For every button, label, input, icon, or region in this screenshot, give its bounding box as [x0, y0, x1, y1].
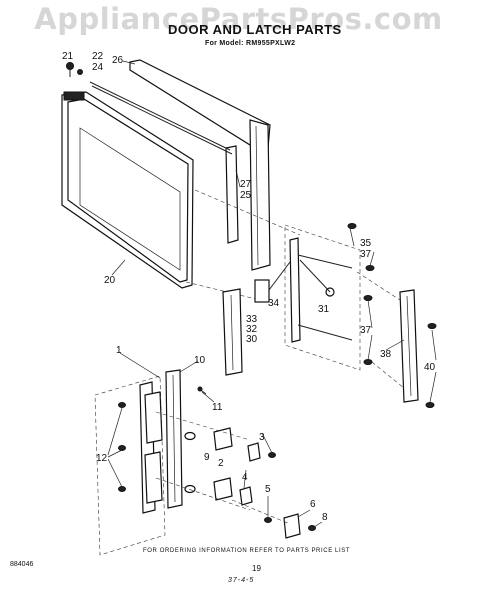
page-code: 37-4-5	[228, 577, 255, 584]
screw-part-11	[197, 386, 207, 395]
callout-26: 26	[112, 55, 124, 66]
callout-11: 11	[212, 402, 223, 413]
latch-plate-part-31	[289, 237, 353, 343]
callout-25: 25	[240, 190, 252, 201]
callout-30: 30	[246, 334, 258, 345]
callout-27: 27	[240, 179, 252, 190]
callout-12: 12	[96, 453, 108, 464]
callout-40: 40	[424, 362, 436, 373]
callout-37-upper: 37	[360, 249, 372, 260]
callout-5: 5	[265, 484, 271, 495]
door-seal-part-26	[129, 59, 271, 271]
callout-35: 35	[360, 238, 372, 249]
mounting-bracket-box-part-1	[94, 375, 166, 556]
callout-2: 2	[218, 458, 224, 469]
callout-20: 20	[104, 275, 116, 286]
washer-part-22	[77, 69, 83, 75]
hinge-plate-part-12	[139, 381, 163, 514]
door-handle-slot	[63, 91, 85, 101]
screw-part-21	[66, 62, 74, 77]
page-number: 19	[252, 564, 261, 573]
callout-21: 21	[62, 51, 74, 62]
callout-1: 1	[116, 345, 122, 356]
spring-part-4	[239, 486, 253, 506]
callout-9: 9	[204, 452, 210, 463]
callout-34: 34	[268, 298, 280, 309]
callout-31: 31	[318, 304, 330, 315]
model-subtitle: For Model: RM955PXLW2	[205, 40, 296, 47]
callout-37-lower: 37	[360, 325, 372, 336]
spring-part-3	[247, 442, 261, 462]
door-frame-part-20	[61, 91, 194, 289]
latch-catch-part-6	[283, 513, 301, 539]
callout-3: 3	[259, 432, 265, 443]
callout-8: 8	[322, 512, 328, 523]
diagram-title: DOOR AND LATCH PARTS	[168, 22, 342, 37]
screws-part-37-upper	[347, 223, 375, 365]
screw-part-8	[308, 525, 316, 531]
screws-part-40	[425, 323, 437, 408]
callout-32: 32	[246, 324, 258, 335]
door-strip-part-24	[89, 81, 233, 155]
hinge-arm-part-10	[165, 369, 183, 509]
latch-rail-part-38	[399, 289, 419, 403]
callout-33: 33	[246, 314, 258, 325]
callout-10: 10	[194, 355, 206, 366]
callout-24: 24	[92, 62, 104, 73]
callout-6: 6	[310, 499, 316, 510]
latch-arm-part-34	[254, 261, 291, 303]
document-id: 884046	[10, 561, 34, 568]
latch-mount-box	[284, 224, 361, 371]
callout-38: 38	[380, 349, 392, 360]
callout-22: 22	[92, 51, 104, 62]
latch-bar-part-33	[222, 288, 243, 376]
choke-seal-part-27	[225, 145, 239, 244]
ordering-info-note: FOR ORDERING INFORMATION REFER TO PARTS …	[143, 548, 351, 554]
latch-block-part-2	[213, 427, 233, 501]
screws-part-12	[118, 402, 126, 492]
roller-part-9	[184, 431, 196, 494]
